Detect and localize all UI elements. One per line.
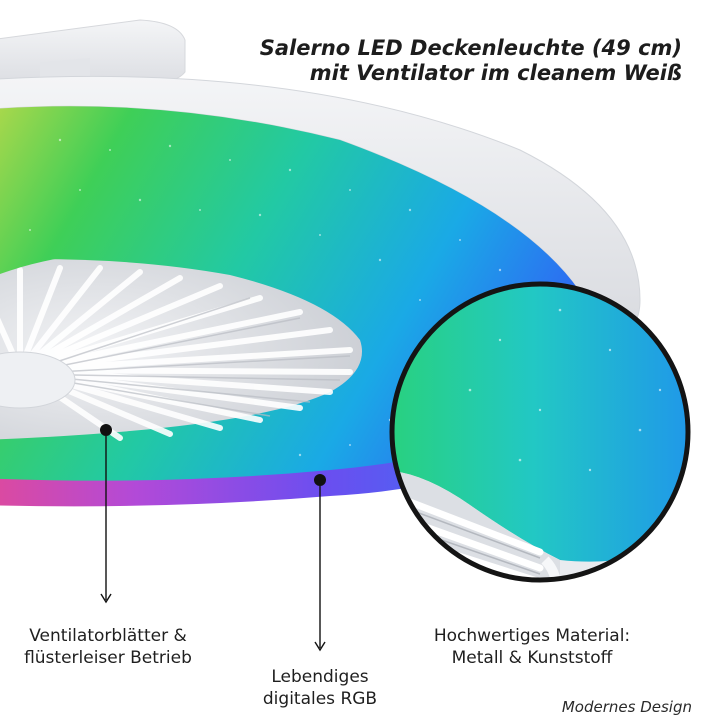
product-title: Salerno LED Deckenleuchte (49 cm) mit Ve… [222,36,682,86]
caption-material-line-1: Hochwertiges Material: [433,626,631,646]
fan-blades [0,259,362,441]
product-title-line-2: mit Ventilator im cleanem Weiß [309,61,682,85]
product-title-line-1: Salerno LED Deckenleuchte (49 cm) [259,36,682,60]
caption-material-line-2: Metall & Kunststoff [451,648,613,668]
caption-rgb-line-2: digitales RGB [262,689,378,709]
footer-tagline: Modernes Design [561,698,692,716]
callout-blades [100,424,112,604]
caption-rgb: Lebendiges digitales RGB [236,666,404,710]
callout-rgb [314,474,326,652]
ceiling-mount [0,19,186,93]
caption-material: Hochwertiges Material: Metall & Kunststo… [418,625,646,669]
caption-blades: Ventilatorblätter & flüsterleiser Betrie… [8,625,208,669]
caption-blades-line-2: flüsterleiser Betrieb [24,648,192,668]
caption-rgb-line-1: Lebendiges [271,667,369,687]
caption-blades-line-1: Ventilatorblätter & [29,626,187,646]
